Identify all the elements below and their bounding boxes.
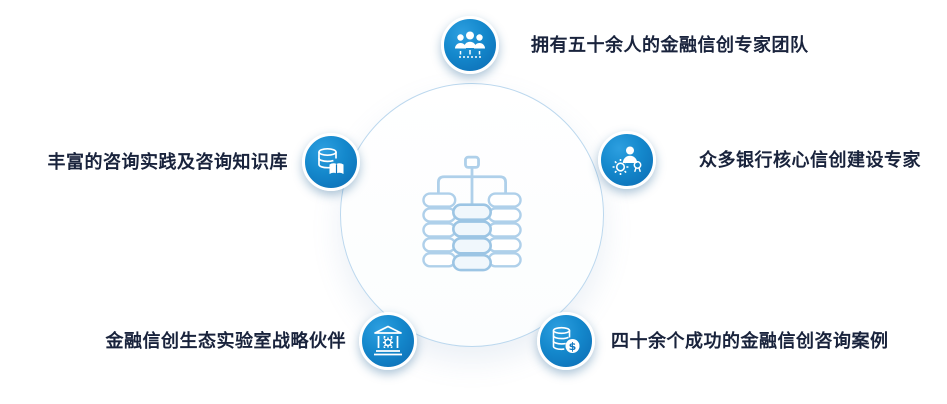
- node-experts-label: 众多银行核心信创建设专家: [699, 150, 921, 170]
- node-cases-label: 四十余个成功的金融信创咨询案例: [611, 331, 889, 351]
- knowledge-base-icon: [318, 147, 344, 174]
- node-team-label: 拥有五十余人的金融信创专家团队: [531, 35, 809, 55]
- node-knowledge-label: 丰富的咨询实践及咨询知识库: [47, 152, 288, 172]
- database-cluster-icon: [422, 155, 522, 272]
- node-experts: [598, 131, 656, 189]
- coins-dollar-icon: $: [552, 326, 580, 353]
- node-cases: $: [537, 312, 595, 370]
- svg-text:$: $: [569, 340, 577, 353]
- bank-gear-icon: [374, 325, 402, 356]
- center-circle: [340, 83, 604, 347]
- node-lab-partner: [359, 312, 417, 370]
- expert-badge-icon: [612, 146, 642, 175]
- team-icon: [455, 31, 485, 58]
- node-knowledge: [302, 133, 360, 191]
- node-lab-partner-label: 金融信创生态实验室战略伙伴: [105, 331, 346, 351]
- node-team: [441, 16, 499, 74]
